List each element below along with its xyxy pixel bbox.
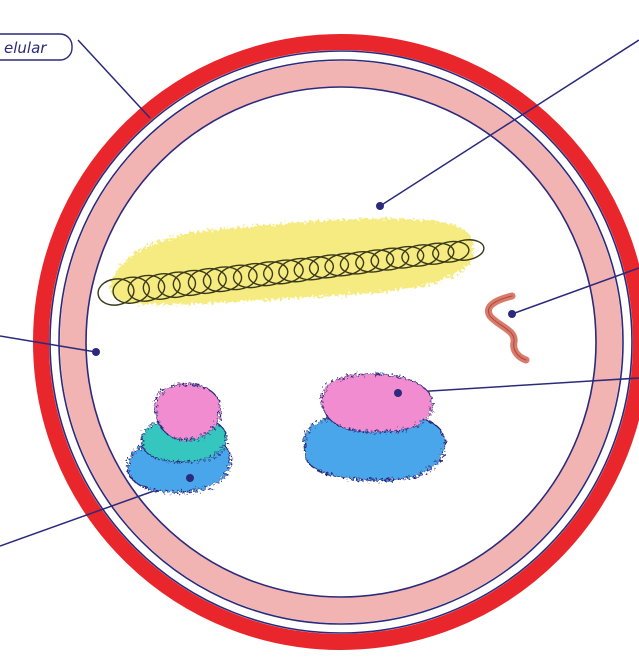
pointer-dot-chromatin [376,202,384,210]
pointer-line-top-left [78,40,150,118]
outer-wall-outline [50,51,632,633]
pointer-dot-worm [508,310,516,318]
inner-band-outline [86,87,596,597]
outer-cell-wall [41,42,639,642]
pointer-dot-left-body [186,474,194,482]
pointer-line-worm [512,268,639,314]
pointer-dot-cytoplasm [92,348,100,356]
chromatin-yellow [110,219,474,305]
label-top-left: elular [4,39,47,57]
small-worm [488,296,526,360]
left-nucleolus-pink [155,384,220,440]
right-nucleolus-pink [322,374,433,432]
inner-pink-band [73,74,609,610]
pointer-dot-nucleolus [394,389,402,397]
